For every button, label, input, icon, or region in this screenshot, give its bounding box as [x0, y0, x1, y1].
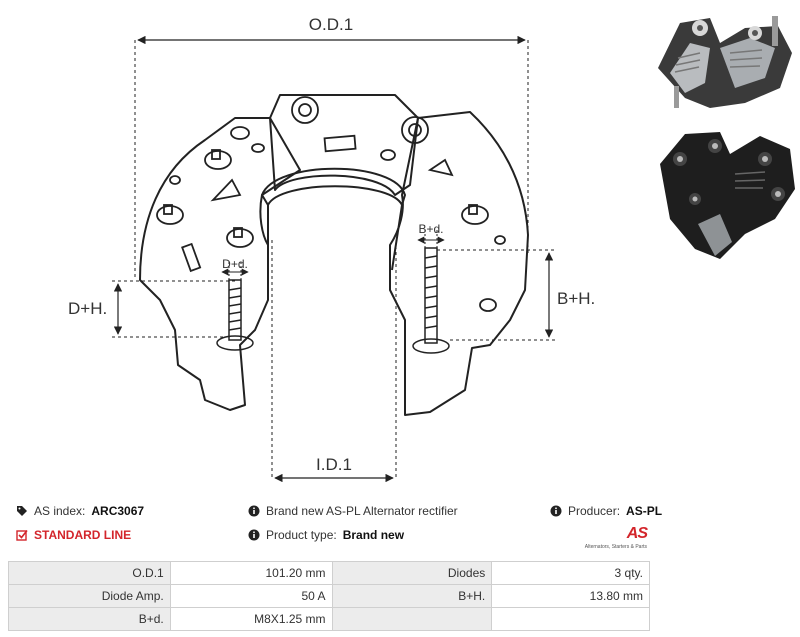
product-photo-top — [650, 8, 798, 118]
technical-drawing: O.D.1 I.D.1 — [68, 15, 595, 483]
description-text: Brand new AS-PL Alternator rectifier — [266, 504, 458, 518]
product-photo-bottom — [650, 124, 798, 264]
check-square-icon — [16, 529, 28, 541]
standard-line: STANDARD LINE — [16, 528, 131, 542]
table-row: Diode Amp. 50 A B+H. 13.80 mm — [8, 584, 650, 608]
as-index-label: AS index: — [34, 504, 86, 518]
description: Brand new AS-PL Alternator rectifier — [248, 504, 458, 518]
spec-key — [331, 607, 493, 631]
table-row: B+d. M8X1.25 mm — [8, 607, 650, 631]
spec-value: 50 A — [169, 584, 333, 608]
spec-key: Diode Amp. — [8, 584, 171, 608]
spec-value: 101.20 mm — [169, 561, 333, 585]
spec-key: O.D.1 — [8, 561, 171, 585]
tag-icon — [16, 505, 28, 517]
spec-value — [491, 607, 650, 631]
info-circle-icon — [550, 505, 562, 517]
rectifier-outline-drawing: O.D.1 I.D.1 — [68, 15, 595, 483]
dh-dimension-label: D+H. — [68, 299, 107, 318]
bd-dimension-label: B+d. — [418, 222, 443, 236]
as-index: AS index: ARC3067 — [16, 504, 144, 518]
info-row-2: STANDARD LINE Product type: Brand new — [0, 528, 800, 548]
product-type-label: Product type: — [266, 528, 337, 542]
dd-dimension-label: D+d. — [222, 257, 248, 271]
spec-table: O.D.1 101.20 mm Diodes 3 qty. Diode Amp.… — [8, 561, 650, 631]
producer-label: Producer: — [568, 504, 621, 518]
as-index-value: ARC3067 — [91, 504, 145, 518]
logo-text: AS — [626, 525, 648, 542]
spec-value: M8X1.25 mm — [169, 607, 333, 631]
bh-dimension-label: B+H. — [557, 289, 595, 308]
table-row: O.D.1 101.20 mm Diodes 3 qty. — [8, 561, 650, 585]
od-dimension-label: O.D.1 — [309, 15, 353, 34]
spec-key: Diodes — [331, 561, 493, 585]
as-pl-logo: AS Alternators, Starters & Parts — [584, 525, 648, 553]
producer: Producer: AS-PL — [550, 504, 662, 518]
info-row-1: AS index: ARC3067 Brand new AS-PL Altern… — [0, 504, 800, 524]
product-type: Product type: Brand new — [248, 528, 404, 542]
logo-tagline: Alternators, Starters & Parts — [584, 544, 647, 550]
info-circle-icon — [248, 529, 260, 541]
spec-value: 13.80 mm — [491, 584, 650, 608]
producer-value: AS-PL — [626, 504, 663, 518]
spec-key: B+d. — [8, 607, 171, 631]
product-type-value: Brand new — [342, 528, 405, 542]
standard-line-text: STANDARD LINE — [34, 528, 132, 542]
id-dimension-label: I.D.1 — [316, 455, 352, 474]
spec-key: B+H. — [331, 584, 493, 608]
spec-value: 3 qty. — [491, 561, 650, 585]
info-circle-icon — [248, 505, 260, 517]
